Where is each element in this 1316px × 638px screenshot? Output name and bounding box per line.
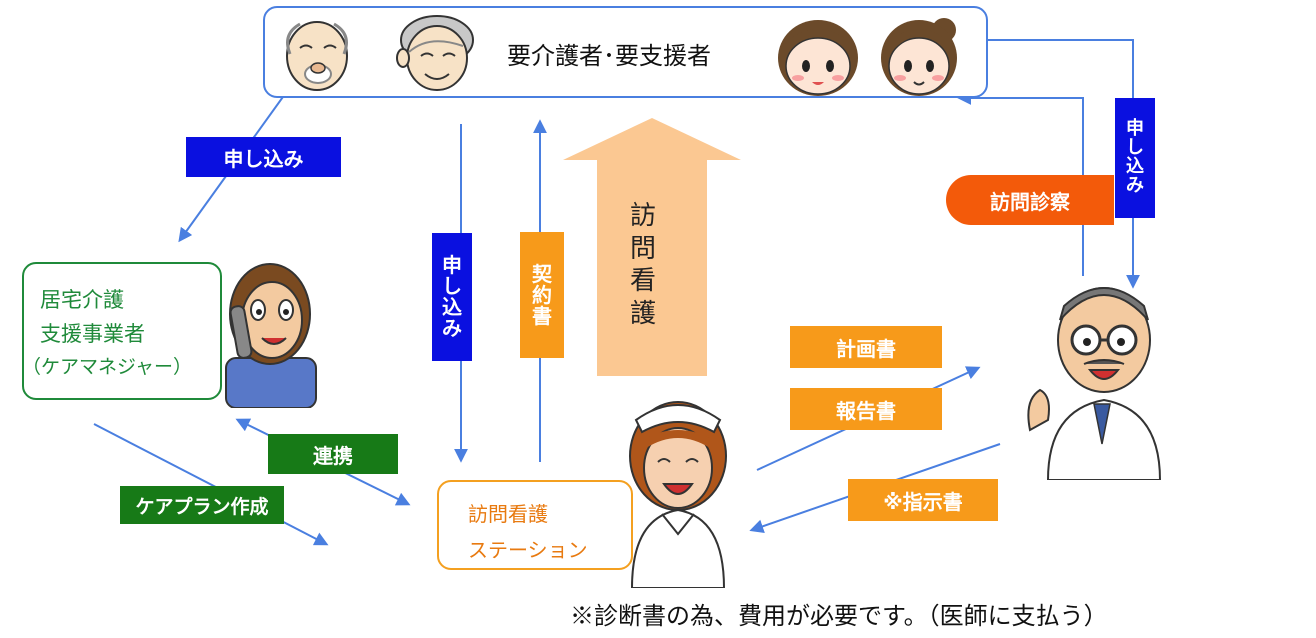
label-care-plan: ケアプラン作成: [120, 486, 284, 524]
arrow-apply-to-doctor: [988, 39, 1140, 289]
station-line-1: 訪問看護: [468, 502, 548, 526]
station-line-2: ステーション: [468, 538, 588, 562]
care-manager-box: [22, 262, 222, 400]
label-report: 報告書: [790, 388, 942, 430]
nurse-icon: [629, 401, 727, 588]
label-visit-nursing: 訪問看護: [630, 201, 657, 329]
young-woman-2-icon: [881, 18, 957, 96]
footnote: ※診断書の為、費用が必要です。（医師に支払う）: [570, 602, 1108, 630]
label-visit-exam: 訪問診察: [946, 175, 1114, 225]
user-group-box: [263, 6, 988, 98]
label-apply-doctor: 申し込み: [1115, 98, 1155, 218]
care-manager-line-2: 支援事業者: [40, 322, 145, 346]
elderly-man-icon: [286, 21, 348, 91]
care-manager-line-1: 居宅介護: [40, 288, 124, 312]
label-contract: 契約書: [520, 232, 564, 358]
label-instruction: ※指示書: [848, 479, 998, 521]
doctor-icon: [1027, 287, 1162, 480]
label-plan: 計画書: [790, 326, 942, 368]
station-box: [437, 480, 633, 570]
label-apply-station: 申し込み: [432, 233, 472, 361]
young-woman-icon: [778, 20, 858, 96]
care-manager-phone-icon: [225, 263, 317, 408]
care-manager-line-3: （ケアマネジャー）: [22, 356, 193, 378]
elderly-woman-icon: [396, 15, 474, 91]
label-apply-care-manager: 申し込み: [186, 137, 341, 177]
label-cooperation: 連携: [268, 434, 398, 474]
big-visit-nursing-arrow: [563, 118, 741, 376]
user-group-title: 要介護者･要支援者: [507, 42, 711, 70]
arrow-care-plan: [93, 423, 329, 546]
